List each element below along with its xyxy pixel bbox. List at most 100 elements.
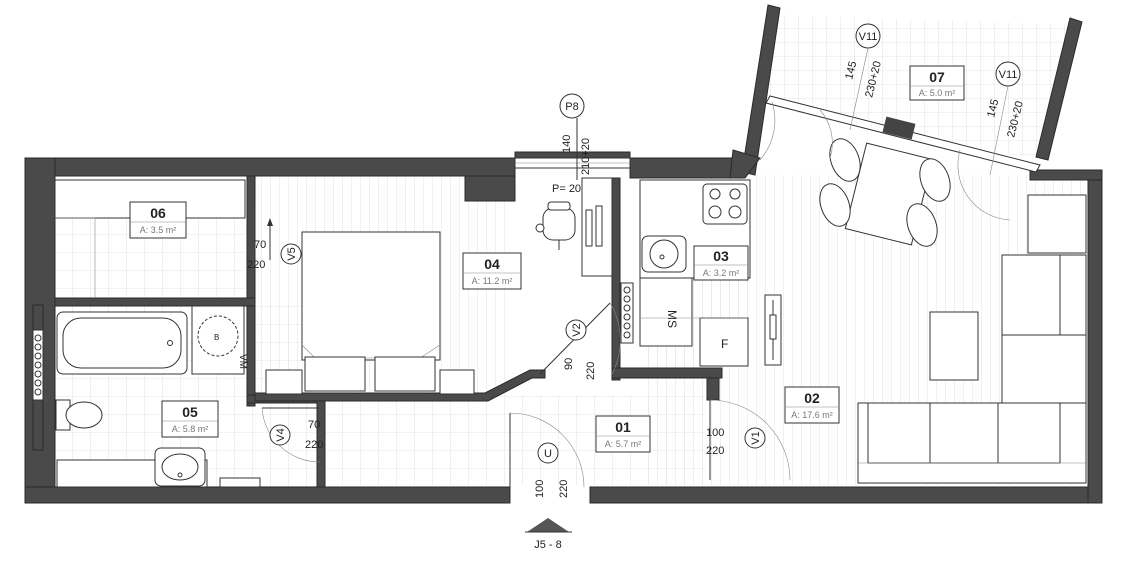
window-tag-p8: P8 140 210+20 P= 20: [552, 93, 592, 195]
dishwasher-label: MS: [665, 310, 679, 328]
svg-text:A: 5.0 m²: A: 5.0 m²: [919, 88, 956, 98]
svg-text:07: 07: [929, 69, 945, 85]
room-label-06: 06 A: 3.5 m²: [129, 201, 187, 239]
office-chair: [535, 201, 576, 250]
door-u-entrance[interactable]: [509, 412, 585, 488]
svg-text:J5 - 8: J5 - 8: [534, 539, 562, 551]
wall-pillar-window: [464, 175, 516, 202]
svg-text:220: 220: [706, 445, 724, 457]
wardrobe-left: [265, 369, 303, 395]
svg-text:210+20: 210+20: [580, 138, 592, 175]
wall-kitchen-left: [611, 177, 621, 381]
svg-text:V11: V11: [999, 69, 1018, 81]
wall-bottom: [24, 486, 511, 504]
door-tag-v2: V2 90 220: [563, 319, 597, 380]
wall-top-kitchen: [629, 157, 741, 179]
room-label-07: 07 A: 5.0 m²: [909, 65, 965, 101]
fridge-label: F: [721, 337, 728, 351]
svg-text:V5: V5: [286, 247, 298, 260]
window-balcony-line: [765, 95, 1041, 173]
sofa-bottom: [857, 402, 1087, 484]
door-tag-v5: V5 70 220: [247, 239, 302, 271]
svg-text:90: 90: [563, 358, 575, 370]
door-balcony-right[interactable]: [957, 149, 1011, 221]
wall-bottom-right: [589, 486, 1103, 504]
coffee-table: [929, 311, 979, 381]
cooktop: [702, 183, 748, 225]
svg-text:A: 3.5 m²: A: 3.5 m²: [140, 225, 177, 235]
room-label-05: 05 A: 5.8 m²: [161, 400, 219, 438]
wall-bath-top: [54, 297, 256, 307]
svg-text:V4: V4: [275, 428, 287, 441]
wall-kitchen-stub: [706, 377, 720, 401]
double-bed: [301, 231, 441, 392]
wall-kitchen-bottom: [611, 367, 723, 379]
room-label-03: 03 A: 3.2 m²: [693, 245, 749, 281]
boiler-label: B: [214, 333, 219, 342]
svg-text:06: 06: [150, 205, 166, 221]
wall-right-top: [1029, 169, 1103, 181]
svg-text:02: 02: [804, 390, 820, 406]
door-v1[interactable]: [709, 399, 791, 481]
wall-balcony-left: [741, 4, 781, 176]
svg-text:70: 70: [308, 419, 320, 431]
svg-text:V1: V1: [750, 431, 762, 444]
sink: [641, 235, 687, 273]
door-balcony-left[interactable]: [759, 101, 833, 161]
washbasin: [154, 447, 206, 487]
dishwasher: [639, 277, 693, 347]
drain-icon: [167, 340, 173, 346]
washing-machine-label: VM: [237, 354, 248, 369]
svg-text:03: 03: [713, 248, 729, 264]
wall-bath-right: [246, 175, 256, 407]
door-tag-v1: V1 100 220: [706, 427, 766, 457]
svg-text:V11: V11: [859, 31, 878, 43]
svg-text:A: 5.7 m²: A: 5.7 m²: [605, 439, 642, 449]
wall-right: [1087, 177, 1103, 504]
room-label-04: 04 A: 11.2 m²: [462, 252, 522, 290]
svg-text:A: 17.6 m²: A: 17.6 m²: [791, 410, 833, 420]
wall-kitchen-corner: [729, 149, 761, 179]
radiator-living: [764, 294, 782, 366]
door-tag-u: U 100 220: [534, 442, 570, 498]
room-label-01: 01 A: 5.7 m²: [595, 415, 651, 453]
svg-text:220: 220: [305, 439, 323, 451]
bath-shelf: [219, 477, 261, 488]
desk: [581, 177, 613, 277]
toilet: [55, 399, 103, 431]
svg-text:01: 01: [615, 419, 631, 435]
entrance-marker: J5 - 8: [525, 518, 572, 551]
svg-text:145: 145: [985, 98, 1001, 119]
radiator-bath: [32, 329, 44, 401]
svg-text:P= 20: P= 20: [552, 183, 581, 195]
svg-text:145: 145: [843, 60, 859, 81]
dining-table: [819, 138, 951, 247]
svg-text:100: 100: [706, 427, 724, 439]
radiator-fins: [34, 334, 42, 396]
svg-text:04: 04: [484, 256, 500, 272]
door-tag-v4: V4 70 220: [269, 419, 323, 451]
door-v4[interactable]: [261, 407, 321, 463]
window-bedroom: [514, 157, 631, 169]
wall-top-left: [24, 157, 516, 177]
svg-text:A: 5.8 m²: A: 5.8 m²: [172, 424, 209, 434]
svg-text:A: 3.2 m²: A: 3.2 m²: [703, 268, 740, 278]
svg-text:140: 140: [561, 135, 573, 153]
svg-text:220: 220: [558, 480, 570, 498]
svg-text:70: 70: [254, 239, 266, 251]
svg-text:V2: V2: [571, 323, 583, 336]
wall-balcony-right: [1035, 17, 1083, 161]
radiator-kitchen: [620, 282, 634, 344]
svg-text:A: 11.2 m²: A: 11.2 m²: [472, 276, 513, 286]
svg-text:P8: P8: [565, 101, 578, 113]
svg-text:U: U: [544, 448, 552, 460]
radiator-kitchen-fins: [623, 286, 631, 339]
svg-text:05: 05: [182, 404, 198, 420]
svg-text:220: 220: [585, 362, 597, 380]
wardrobe-right: [439, 369, 475, 395]
fridge: [699, 317, 749, 367]
svg-text:220: 220: [247, 259, 265, 271]
svg-text:100: 100: [534, 480, 546, 498]
room-label-02: 02 A: 17.6 m²: [784, 386, 840, 424]
